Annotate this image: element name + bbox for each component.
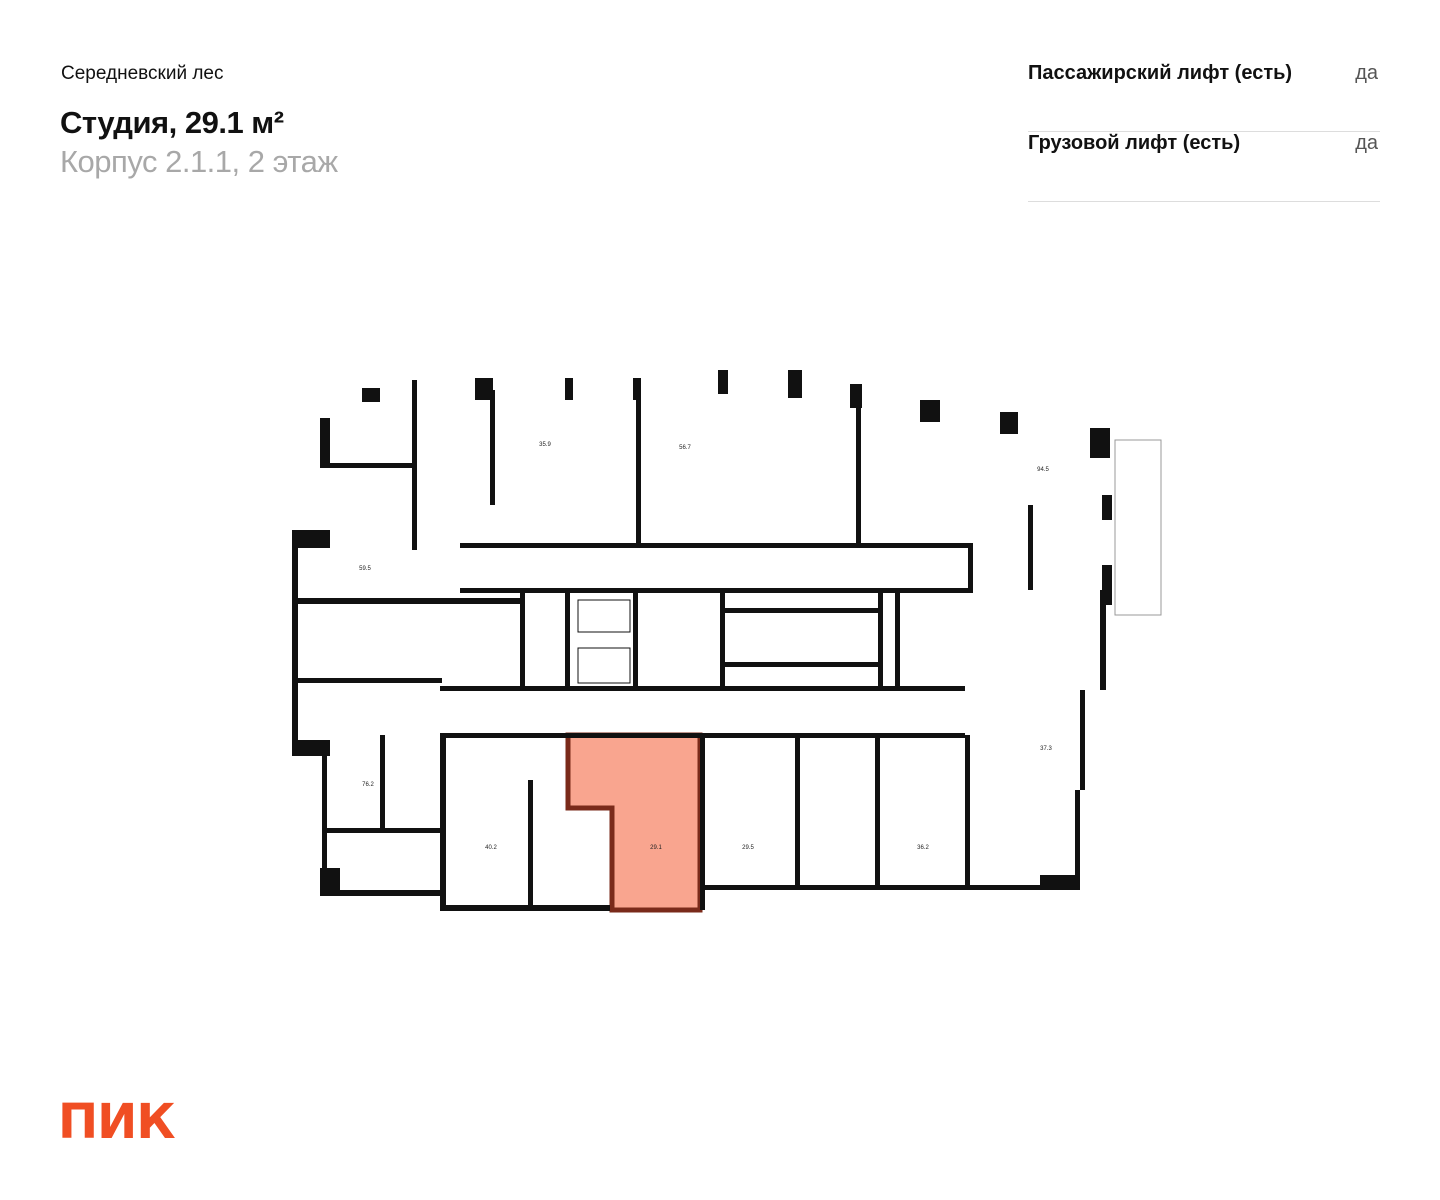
wall	[362, 388, 380, 402]
wall	[965, 735, 970, 890]
wall	[795, 735, 800, 890]
wall	[320, 890, 445, 896]
wall	[292, 740, 330, 756]
feature-label: Пассажирский лифт (есть)	[1028, 62, 1293, 84]
elevator	[577, 599, 631, 633]
wall	[1102, 565, 1112, 605]
building-floor: Корпус 2.1.1, 2 этаж	[60, 144, 338, 179]
wall	[565, 590, 570, 690]
wall	[490, 390, 495, 505]
wall	[718, 370, 728, 394]
wall	[460, 588, 970, 593]
wall	[440, 733, 965, 738]
unit-area: 40.2	[485, 845, 497, 851]
wall	[380, 735, 385, 830]
wall	[440, 686, 965, 691]
wall	[322, 828, 442, 833]
wall	[1000, 412, 1018, 434]
wall	[292, 598, 522, 604]
wall	[1090, 428, 1110, 458]
feature-freight-lift: Грузовой лифт (есть) да	[1028, 132, 1380, 202]
wall	[636, 390, 641, 548]
feature-label: Грузовой лифт (есть)	[1028, 132, 1241, 154]
wall	[520, 590, 525, 690]
wall	[292, 678, 442, 683]
wall	[895, 590, 900, 690]
unit-area: 94.5	[1037, 467, 1049, 473]
wall	[412, 380, 417, 550]
feature-value: да	[1355, 132, 1378, 154]
wall	[1028, 505, 1033, 590]
unit-area: 36.2	[917, 845, 929, 851]
wall	[1075, 790, 1080, 890]
wall	[725, 608, 880, 613]
wall	[440, 905, 610, 911]
wall	[633, 378, 641, 400]
balcony	[1114, 439, 1162, 616]
wall	[633, 590, 638, 690]
wall	[322, 463, 412, 468]
wall	[878, 590, 883, 690]
unit-area: 56.7	[679, 445, 691, 451]
wall	[565, 378, 573, 400]
feature-passenger-lift: Пассажирский лифт (есть) да	[1028, 62, 1380, 132]
unit-area: 29.5	[742, 845, 754, 851]
unit-area: 37.3	[1040, 746, 1052, 752]
elevators	[577, 599, 631, 684]
unit-area-labels: 35.9 56.7 94.5 59.5 76.2 40.2 29.1 29.5 …	[359, 442, 1052, 851]
wall	[700, 885, 1075, 890]
project-name: Середневский лес	[61, 63, 224, 84]
wall	[920, 400, 940, 422]
wall	[1100, 590, 1106, 690]
elevator	[577, 647, 631, 684]
wall	[1102, 495, 1112, 520]
wall	[1080, 690, 1085, 790]
unit-area: 35.9	[539, 442, 551, 448]
feature-value: да	[1355, 62, 1378, 84]
wall	[968, 543, 973, 593]
wall	[475, 378, 493, 400]
walls	[292, 370, 1112, 911]
page-title: Студия, 29.1 м²	[60, 105, 284, 140]
wall	[440, 735, 446, 910]
wall	[788, 370, 802, 398]
selected-unit[interactable]	[565, 732, 703, 913]
unit-area-selected: 29.1	[650, 845, 662, 851]
wall	[720, 590, 725, 690]
wall	[875, 735, 880, 890]
unit-area: 76.2	[362, 782, 374, 788]
wall	[856, 400, 861, 548]
wall	[528, 780, 533, 910]
wall	[292, 530, 330, 548]
wall	[725, 662, 880, 667]
wall	[460, 543, 970, 548]
pik-logo: ПИК	[58, 1094, 176, 1150]
wall	[320, 418, 330, 468]
wall	[700, 735, 705, 910]
unit-area: 59.5	[359, 566, 371, 572]
wall	[322, 750, 327, 880]
wall	[320, 868, 340, 896]
wall	[292, 530, 298, 750]
